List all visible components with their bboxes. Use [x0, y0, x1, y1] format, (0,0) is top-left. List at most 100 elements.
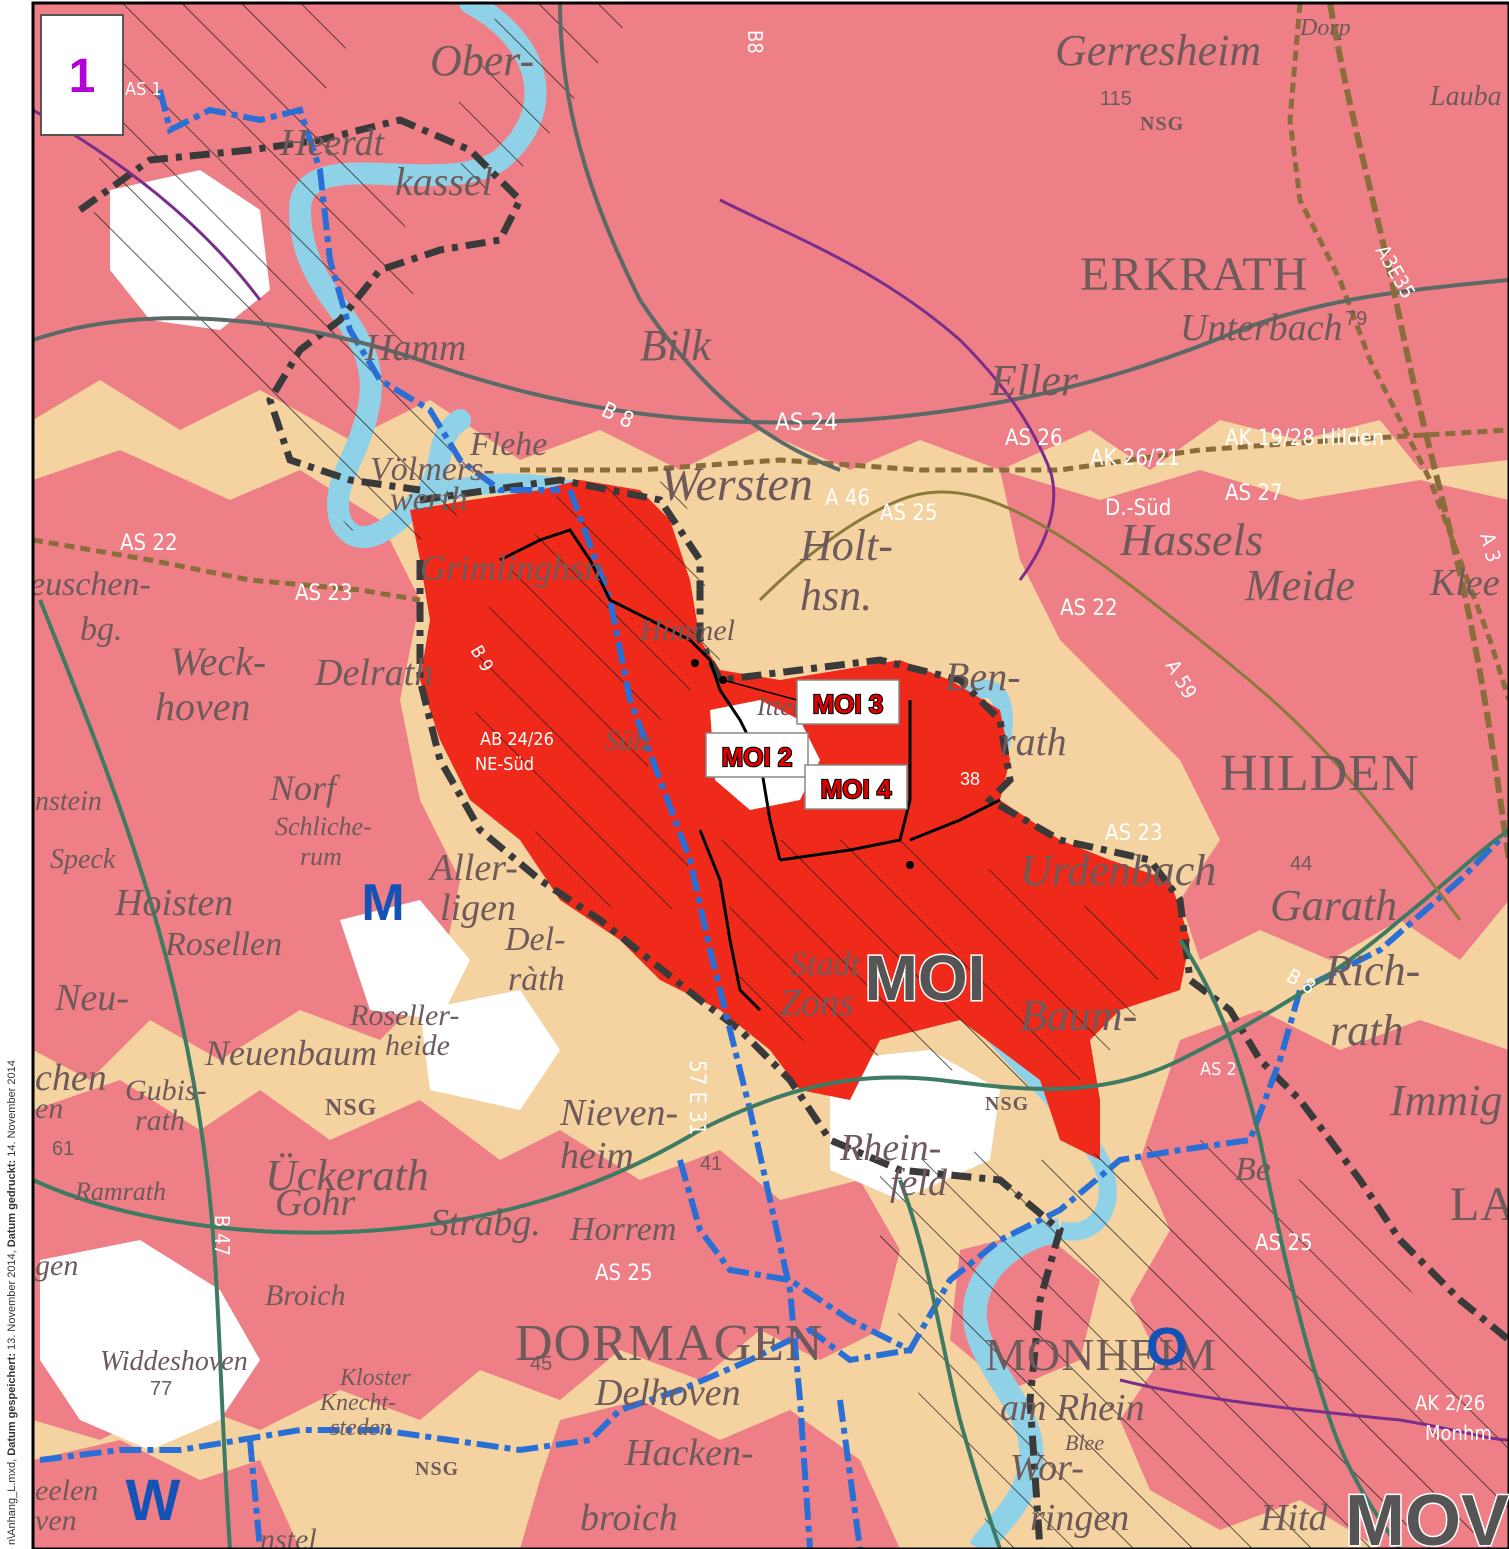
- road-nesued: NE-Süd: [475, 754, 534, 775]
- place-gubisrath2: rath: [135, 1104, 185, 1137]
- height-45: 45: [530, 1353, 552, 1375]
- zone-labels: M MOI O W MOV: [126, 874, 1509, 1549]
- height-labels: 115 79 61 77 45 41 44 38: [52, 88, 1367, 1400]
- place-knechtsteden2: steden: [330, 1415, 391, 1441]
- road-as25c: AS 25: [1255, 1231, 1313, 1256]
- place-gerresheim: Gerresheim: [1055, 26, 1261, 75]
- place-allerheiligen2: ligen: [440, 887, 516, 929]
- moi-network: [499, 528, 1001, 1012]
- place-laubach: Lauba: [1429, 81, 1502, 112]
- road-ak226: AK 2/26: [1415, 1391, 1485, 1415]
- place-schlicherum2: rum: [300, 842, 342, 871]
- moi3-label[interactable]: MOI 3: [812, 688, 885, 720]
- zone-o: O: [1146, 1317, 1188, 1377]
- place-dorp: Dorp: [1299, 15, 1351, 41]
- place-knechtsteden: Knecht-: [319, 1390, 396, 1416]
- place-ven: ven: [35, 1504, 77, 1537]
- place-speck: Speck: [50, 844, 116, 875]
- place-dormagen: DORMAGEN: [515, 1315, 823, 1372]
- place-labels: Ober- Heerdt kassel Hamm Bilk Flehe Völm…: [30, 15, 1509, 1549]
- place-hackenbroich: Hacken-: [624, 1432, 754, 1474]
- zone-moi: MOI: [865, 942, 986, 1014]
- place-delrath: Del-: [504, 921, 565, 958]
- height-61: 61: [52, 1138, 74, 1160]
- moi4-label[interactable]: MOI 4: [820, 773, 894, 805]
- panel-number: 1: [69, 50, 96, 103]
- place-hassels: Hassels: [1119, 514, 1263, 565]
- place-monheim: MONHEIM: [985, 1329, 1217, 1380]
- place-heuschen: euschen-: [30, 566, 151, 603]
- place-en: en: [35, 1092, 63, 1125]
- road-ak1928: AK 19/28 Hilden: [1225, 426, 1384, 451]
- place-delrath2: ràth: [508, 961, 565, 998]
- admin-boundaries: [39, 89, 1509, 1549]
- place-nsg1: NSG: [325, 1095, 377, 1121]
- map-content: Ober- Heerdt kassel Hamm Bilk Flehe Völm…: [30, 3, 1509, 1549]
- road-as2: AS 2: [1200, 1059, 1237, 1080]
- moi2-label[interactable]: MOI 2: [721, 741, 794, 773]
- place-la: LA: [1450, 1178, 1509, 1231]
- place-rheinfeld: Rhein-: [839, 1127, 941, 1169]
- place-richrath: Rich-: [1324, 946, 1420, 995]
- place-delrath-top: Delrath: [314, 652, 433, 694]
- place-voelmerswerth: Völmers-: [370, 451, 495, 488]
- road-a46: A 46: [825, 486, 870, 511]
- road-as23a: AS 23: [295, 581, 353, 606]
- road-ab: AB 24/26: [480, 729, 554, 750]
- place-suesselmilt: Sülz: [605, 726, 652, 757]
- place-kleef: Klee: [1429, 562, 1500, 604]
- height-38: 38: [960, 769, 980, 789]
- place-nsg2: NSG: [1140, 113, 1184, 135]
- moi-callouts[interactable]: MOI 3 MOI 2 MOI 4: [705, 679, 908, 810]
- road-ak2621: AK 26/21: [1090, 446, 1180, 471]
- place-urdenbach: Urdenbach: [1020, 846, 1216, 895]
- road-as23b: AS 23: [1105, 821, 1163, 846]
- road-as27: AS 27: [1225, 481, 1283, 506]
- road-dsued: D.-Süd: [1105, 496, 1171, 521]
- zone-mov: MOV: [1345, 1481, 1509, 1549]
- place-hamm: Hamm: [364, 327, 466, 369]
- place-widdeshoven: Widdeshoven: [100, 1346, 248, 1377]
- road-as25b: AS 25: [595, 1261, 653, 1286]
- place-garath: Garath: [1270, 881, 1397, 930]
- place-gohr: Gohr: [275, 1182, 355, 1224]
- place-weckhoven2: hoven: [155, 684, 251, 729]
- road-as25a: AS 25: [880, 501, 938, 526]
- place-weckhoven: Weck-: [170, 639, 266, 684]
- place-schlicherum: Schliche-: [275, 812, 372, 841]
- place-hasselsmeide: Meide: [1244, 561, 1355, 610]
- place-be: Be: [1235, 1151, 1271, 1188]
- place-heuschen2: bg.: [80, 611, 123, 648]
- place-kassel: kassel: [395, 159, 493, 204]
- place-worringen2: ringen: [1030, 1497, 1129, 1539]
- place-nievenheim2: heim: [560, 1135, 634, 1177]
- place-allerheiligen: Aller-: [427, 847, 518, 889]
- place-zons: Zons: [780, 982, 854, 1024]
- place-bilk: Bilk: [640, 321, 712, 370]
- zone-m: M: [361, 874, 404, 932]
- place-stadt: Stadt: [790, 946, 861, 983]
- place-seelen: eelen: [35, 1474, 98, 1507]
- place-wersten: Wersten: [660, 458, 813, 511]
- height-77: 77: [150, 1378, 172, 1400]
- place-nstein: nstein: [35, 786, 102, 817]
- place-unterbach: Unterbach: [1180, 307, 1343, 349]
- place-nstel: nstel: [260, 1523, 317, 1549]
- place-strabg: Strabg.: [430, 1202, 541, 1244]
- place-hitdorf: Hitd: [1259, 1497, 1329, 1539]
- place-heide: heide: [385, 1029, 450, 1062]
- road-as22a: AS 22: [1060, 596, 1118, 621]
- place-rosellen: Rosellen: [164, 926, 282, 963]
- height-44: 44: [1290, 853, 1312, 875]
- place-grimlinghsn: Grimlinghsn.: [420, 548, 611, 588]
- place-ueckerath: Ückerath: [265, 1151, 429, 1200]
- road-as24: AS 24: [775, 408, 838, 436]
- place-gubisrath: Gubis-: [125, 1074, 207, 1107]
- roads: [33, 3, 1509, 1549]
- panel-number-box: 1: [40, 14, 124, 136]
- road-as22b: AS 22: [120, 531, 178, 556]
- height-115: 115: [1100, 88, 1132, 110]
- place-benrath2: rath: [1000, 719, 1067, 764]
- place-rheinfeld2: feld: [890, 1162, 948, 1204]
